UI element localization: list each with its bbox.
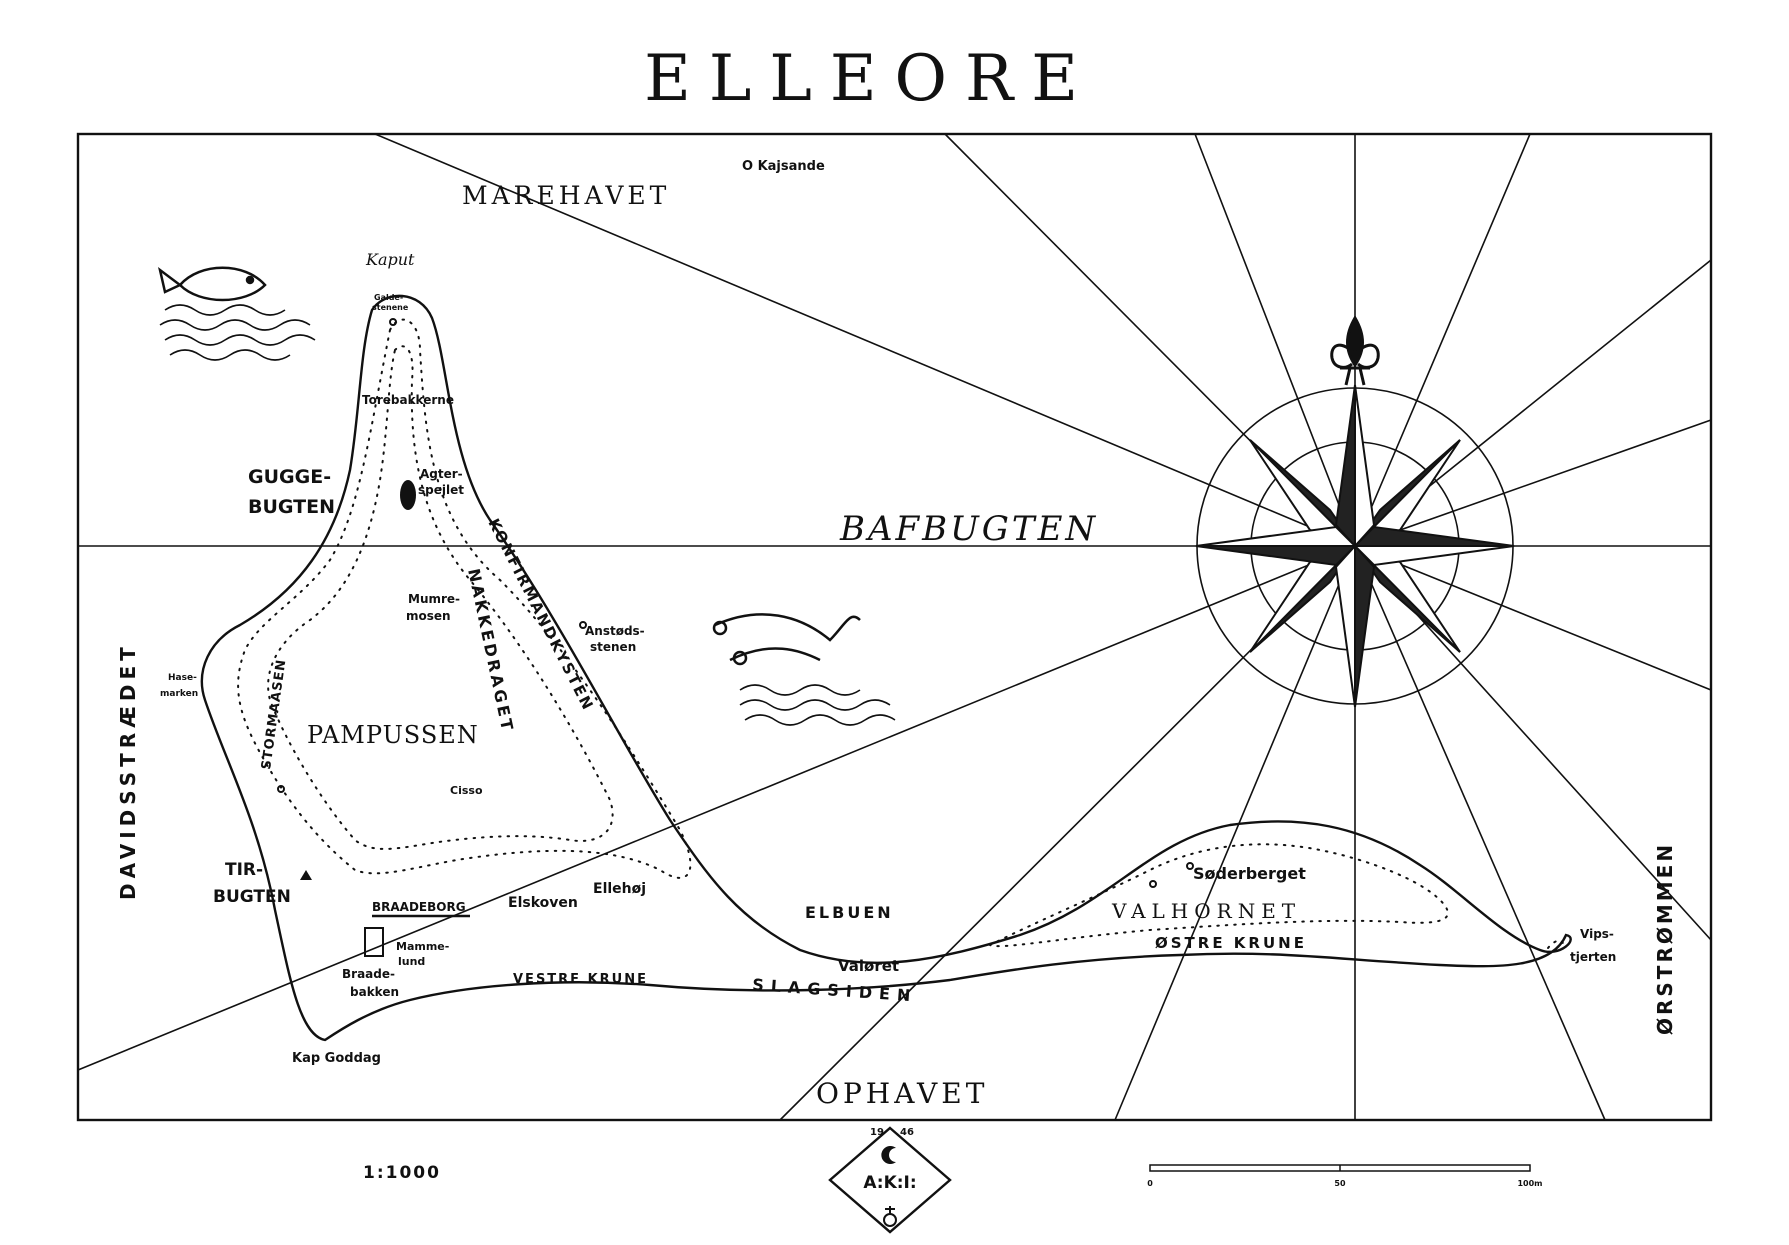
place-kap-goddag: Kap Goddag — [292, 1051, 381, 1066]
place-nakkedraget: NAKKEDRAGET — [464, 567, 517, 735]
sea-serpent-icon — [712, 613, 861, 666]
place-galdestenene-line2: stenene — [372, 303, 409, 312]
sea-label-tirbugten-line2: BUGTEN — [213, 887, 291, 907]
place-ostre-krune: ØSTRE KRUNE — [1155, 934, 1307, 952]
place-mammelund-line1: Mamme- — [396, 940, 449, 953]
place-anstodsstenen-line1: Anstøds- — [585, 624, 645, 638]
place-hasemarken-line1: Hase- — [168, 673, 197, 683]
crescent-icon — [881, 1146, 896, 1165]
place-cisso: Cisso — [450, 784, 483, 797]
map-frame — [76, 132, 1713, 1122]
place-galdestenene-line1: Galde- — [374, 293, 403, 302]
sea-waves-nw — [159, 304, 316, 361]
place-elskoven: Elskoven — [508, 895, 578, 911]
place-braadeborg: BRAADEBORG — [372, 900, 466, 914]
place-mumremosen-line1: Mumre- — [408, 592, 460, 606]
place-kajsande: O Kajsande — [742, 159, 825, 174]
map-title: ELLEORE — [644, 42, 1096, 116]
sea-label-guggebugten-line1: GUGGE- — [248, 466, 331, 488]
scale-ratio: 1:1000 — [363, 1163, 441, 1183]
place-elbuen: ELBUEN — [805, 903, 894, 922]
sea-label-guggebugten-line2: BUGTEN — [248, 496, 335, 518]
sea-label-bafbugten: BAFBUGTEN — [839, 509, 1098, 549]
scale-bar-mid: 50 — [1334, 1179, 1346, 1188]
mars-venus-icon — [883, 1206, 897, 1227]
place-kaput: Kaput — [365, 250, 415, 269]
sea-label-tirbugten-line1: TIR- — [225, 860, 263, 880]
sea-waves-center — [739, 684, 896, 726]
scale-bar: 0 50 100m — [1147, 1164, 1543, 1188]
place-slagsiden: SLAGSIDEN — [752, 975, 918, 1005]
sea-label-orstrommen: ØRSTRØMMEN — [1653, 842, 1677, 1035]
scale-bar-start: 0 — [1147, 1179, 1153, 1188]
fleur-de-lis-icon — [1330, 315, 1380, 386]
place-mumremosen-line2: mosen — [406, 609, 451, 623]
sea-label-marehavet: MAREHAVET — [462, 181, 670, 210]
place-braadebakken-line2: bakken — [350, 985, 399, 999]
place-mammelund-line2: lund — [398, 955, 425, 968]
place-vipstjerten-line2: tjerten — [1570, 950, 1616, 964]
place-torebakkerne: Torebakkerne — [362, 393, 454, 407]
emblem-year-right: 46 — [900, 1127, 914, 1138]
compass-rose — [1195, 315, 1515, 708]
place-valoret: Valøret — [838, 957, 899, 975]
place-agterspejlet-line2: spejlet — [418, 483, 464, 497]
emblem-monogram: A:K:I: — [863, 1173, 916, 1193]
place-soderberget: Søderberget — [1193, 864, 1306, 883]
place-ellehoj: Ellehøj — [593, 881, 646, 897]
sea-label-davidsstraedet: DAVIDSSTRÆDET — [116, 642, 140, 900]
emblem-year-left: 19 — [870, 1127, 884, 1138]
place-braadebakken-line1: Braade- — [342, 967, 395, 981]
place-hasemarken-line2: marken — [160, 689, 198, 699]
scale-bar-end: 100m — [1517, 1179, 1542, 1188]
fish-icon — [158, 266, 267, 302]
place-agterspejlet-line1: Agter- — [420, 467, 463, 481]
sea-label-ophavet: OPHAVET — [816, 1077, 988, 1110]
place-pampussen: PAMPUSSEN — [307, 721, 479, 749]
place-vipstjerten-line1: Vips- — [1580, 927, 1614, 941]
island-markers — [277, 318, 1194, 957]
place-stormaasen: STORMAASEN — [259, 658, 289, 770]
place-valhornet: VALHORNET — [1111, 899, 1301, 923]
place-vestre-krune: VESTRE KRUNE — [513, 972, 648, 987]
emblem: 19 46 A:K:I: — [828, 1126, 952, 1234]
contour-inner-2 — [267, 345, 614, 850]
place-anstodsstenen-line2: stenen — [590, 640, 636, 654]
island-outline — [200, 294, 1572, 1042]
contour-valhornet — [987, 843, 1449, 948]
